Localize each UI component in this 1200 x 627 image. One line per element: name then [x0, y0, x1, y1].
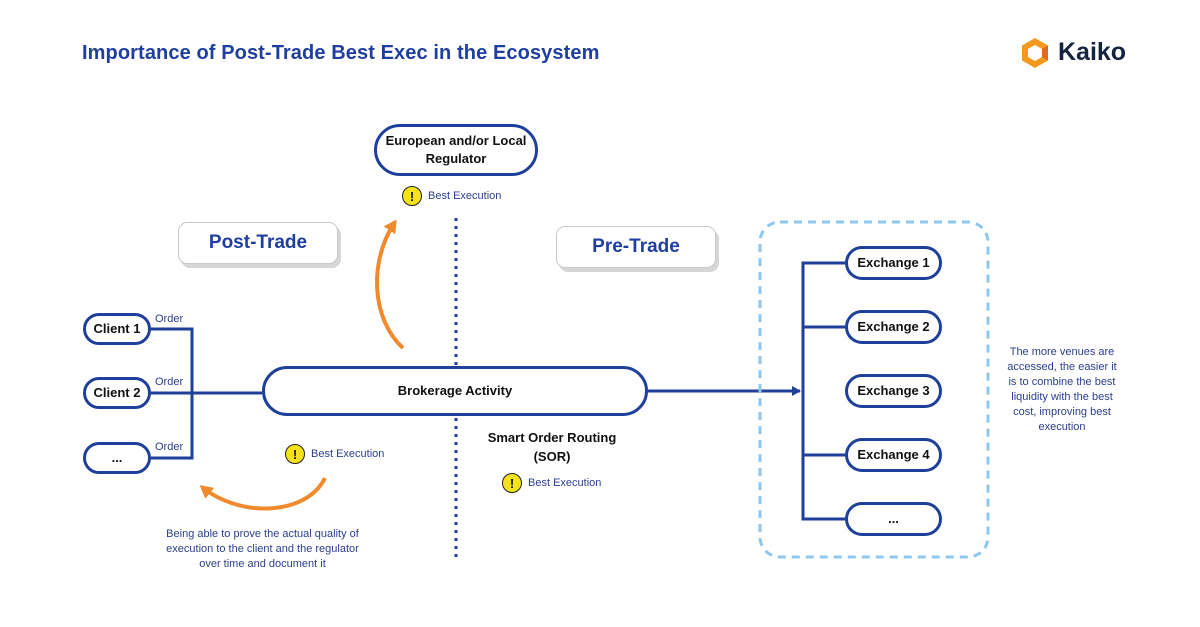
order-label: Order — [155, 441, 184, 453]
brand-name: Kaiko — [1058, 38, 1127, 66]
best-execution-label: Best Execution — [528, 477, 602, 489]
sor-line-2: (SOR) — [533, 449, 571, 464]
exchange-node: Exchange 1 — [845, 246, 942, 280]
venues-note: The more venues are accessed, the easier… — [1007, 346, 1117, 433]
regulator-line-1: European and/or Local — [385, 133, 527, 148]
sor-line-1: Smart Order Routing — [487, 430, 617, 445]
best-execution-label: Best Execution — [311, 448, 385, 460]
brand-logo: Kaiko — [1018, 36, 1148, 72]
arrow-to-clients — [199, 477, 327, 511]
exchange-node: Exchange 3 — [845, 374, 942, 408]
order-label: Order — [155, 376, 184, 388]
arrow-to-regulator — [375, 219, 405, 350]
brokerage-activity-node: Brokerage Activity — [262, 366, 648, 416]
exchange-venues-container — [758, 220, 990, 559]
warning-icon: ! — [285, 444, 305, 464]
proof-note: Being able to prove the actual quality o… — [166, 528, 359, 570]
routing-connector — [648, 261, 845, 521]
exchange-node: ... — [845, 502, 942, 536]
warning-icon: ! — [402, 186, 422, 206]
regulator-line-2: Regulator — [425, 151, 487, 166]
client-node: Client 2 — [83, 377, 151, 409]
best-execution-sor: ! Best Execution — [502, 473, 601, 493]
client-order-bracket — [150, 327, 262, 460]
smart-order-routing-label: Smart Order Routing (SOR) — [472, 428, 632, 466]
warning-icon: ! — [502, 473, 522, 493]
regulator-node: European and/or Local Regulator — [374, 124, 538, 176]
kaiko-logo-icon — [1022, 38, 1048, 68]
client-node: Client 1 — [83, 313, 151, 345]
exchange-node: Exchange 4 — [845, 438, 942, 472]
best-execution-post-trade: ! Best Execution — [285, 444, 384, 464]
post-trade-label: Post-Trade — [178, 222, 338, 264]
best-execution-regulator: ! Best Execution — [402, 186, 501, 206]
best-execution-label: Best Execution — [428, 190, 502, 202]
pre-trade-label: Pre-Trade — [556, 226, 716, 268]
exchange-node: Exchange 2 — [845, 310, 942, 344]
order-label: Order — [155, 313, 184, 325]
page-title: Importance of Post-Trade Best Exec in th… — [82, 42, 600, 64]
client-node: ... — [83, 442, 151, 474]
